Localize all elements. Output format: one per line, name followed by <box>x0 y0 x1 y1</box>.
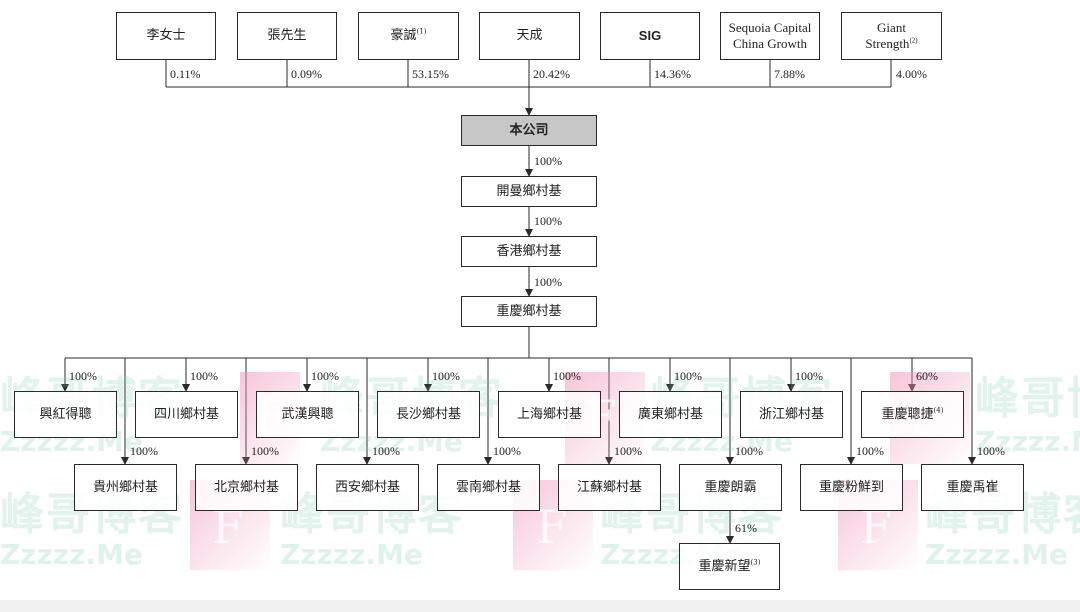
ownership-percentage: 100% <box>534 214 562 228</box>
subsidiary-box: 重慶聰捷(4) <box>861 391 964 438</box>
subsidiary-name: 長沙鄉村基 <box>395 406 461 422</box>
ownership-percentage: 60% <box>916 369 938 383</box>
subsidiary-box: 重慶朗霸 <box>679 464 782 511</box>
shareholding-percentage: 0.09% <box>291 67 322 81</box>
shareholding-percentage: 53.15% <box>412 67 449 81</box>
footnote-marker: (3) <box>750 558 761 567</box>
page-bottom-band <box>0 600 1080 612</box>
subsidiary-box: 興紅得聰 <box>14 391 117 438</box>
shareholder-box: Giant Strength(2) <box>841 12 942 60</box>
subsidiary-box: 重慶粉鮮到 <box>800 464 903 511</box>
subsidiary-box: 重慶新望(3) <box>679 543 780 590</box>
entity-name: 香港鄉村基 <box>496 243 562 259</box>
shareholding-percentage: 14.36% <box>654 67 691 81</box>
subsidiary-box: 廣東鄉村基 <box>619 391 722 438</box>
ownership-percentage: 100% <box>69 369 97 383</box>
shareholder-box: Sequoia Capital China Growth <box>720 12 820 60</box>
ownership-percentage: 100% <box>553 369 581 383</box>
shareholding-percentage: 7.88% <box>774 67 805 81</box>
ownership-percentage: 100% <box>190 369 218 383</box>
subsidiary-name: 四川鄉村基 <box>153 406 219 422</box>
shareholder-name: Sequoia Capital China Growth <box>728 20 812 51</box>
subsidiary-name: 浙江鄉村基 <box>758 406 824 422</box>
ownership-percentage: 100% <box>795 369 823 383</box>
ownership-percentage: 100% <box>251 444 279 458</box>
subsidiary-name: 重慶聰捷 <box>881 406 934 422</box>
subsidiary-name: 重慶粉鮮到 <box>818 479 884 495</box>
ownership-percentage: 100% <box>372 444 400 458</box>
ownership-percentage: 100% <box>674 369 702 383</box>
footnote-marker: (4) <box>933 406 944 415</box>
ownership-percentage: 100% <box>493 444 521 458</box>
subsidiary-name: 重慶新望 <box>698 558 751 574</box>
shareholding-percentage: 0.11% <box>170 67 201 81</box>
ownership-percentage: 100% <box>977 444 1005 458</box>
subsidiary-name: 北京鄉村基 <box>213 479 279 495</box>
shareholder-box: 豪誠(1) <box>358 12 459 60</box>
shareholder-box: 天成 <box>479 12 580 60</box>
shareholder-name: 張先生 <box>267 28 307 43</box>
entity-box: 開曼鄉村基 <box>461 176 597 207</box>
entity-box: 香港鄉村基 <box>461 236 597 267</box>
company-box: 本公司 <box>461 115 597 146</box>
shareholder-box: 李女士 <box>116 12 216 60</box>
subsidiary-box: 武漢興聰 <box>256 391 359 438</box>
entity-name: 重慶鄉村基 <box>496 303 562 319</box>
subsidiary-box: 江蘇鄉村基 <box>558 464 661 511</box>
ownership-percentage: 100% <box>311 369 339 383</box>
shareholder-name: 豪誠 <box>390 28 417 43</box>
subsidiary-name: 雲南鄉村基 <box>455 479 521 495</box>
ownership-percentage: 100% <box>432 369 460 383</box>
shareholder-name: Giant Strength <box>865 20 910 51</box>
shareholding-percentage: 20.42% <box>533 67 570 81</box>
shareholder-name: 李女士 <box>146 28 186 43</box>
subsidiary-name: 江蘇鄉村基 <box>576 479 642 495</box>
ownership-percentage: 100% <box>130 444 158 458</box>
ownership-percentage: 100% <box>534 275 562 289</box>
subsidiary-name: 重慶朗霸 <box>704 479 757 495</box>
subsidiary-box: 上海鄉村基 <box>498 391 601 438</box>
subsidiary-box: 四川鄉村基 <box>135 391 238 438</box>
entity-name: 開曼鄉村基 <box>496 183 562 199</box>
subsidiary-name: 上海鄉村基 <box>516 406 582 422</box>
subsidiary-name: 西安鄉村基 <box>334 479 400 495</box>
subsidiary-box: 浙江鄉村基 <box>740 391 843 438</box>
ownership-percentage: 100% <box>856 444 884 458</box>
subsidiary-box: 北京鄉村基 <box>195 464 298 511</box>
shareholder-name: 天成 <box>516 28 543 43</box>
subsidiary-box: 雲南鄉村基 <box>437 464 540 511</box>
ownership-percentage: 100% <box>735 444 763 458</box>
subsidiary-box: 西安鄉村基 <box>316 464 419 511</box>
subsidiary-box: 貴州鄉村基 <box>74 464 177 511</box>
subsidiary-name: 重慶禹崔 <box>946 479 999 495</box>
shareholder-box: 張先生 <box>237 12 337 60</box>
ownership-percentage: 61% <box>735 521 757 535</box>
shareholder-box: SIG <box>600 12 700 60</box>
footnote-marker: (2) <box>909 36 918 45</box>
entity-box: 重慶鄉村基 <box>461 296 597 327</box>
subsidiary-box: 長沙鄉村基 <box>377 391 480 438</box>
ownership-percentage: 100% <box>534 154 562 168</box>
shareholder-name: SIG <box>638 28 662 43</box>
company-name: 本公司 <box>509 122 549 138</box>
subsidiary-name: 武漢興聰 <box>281 406 334 422</box>
subsidiary-name: 興紅得聰 <box>39 406 92 422</box>
subsidiary-name: 廣東鄉村基 <box>637 406 703 422</box>
subsidiary-name: 貴州鄉村基 <box>92 479 158 495</box>
footnote-marker: (1) <box>416 27 427 36</box>
ownership-percentage: 100% <box>614 444 642 458</box>
subsidiary-box: 重慶禹崔 <box>921 464 1024 511</box>
shareholding-percentage: 4.00% <box>896 67 927 81</box>
